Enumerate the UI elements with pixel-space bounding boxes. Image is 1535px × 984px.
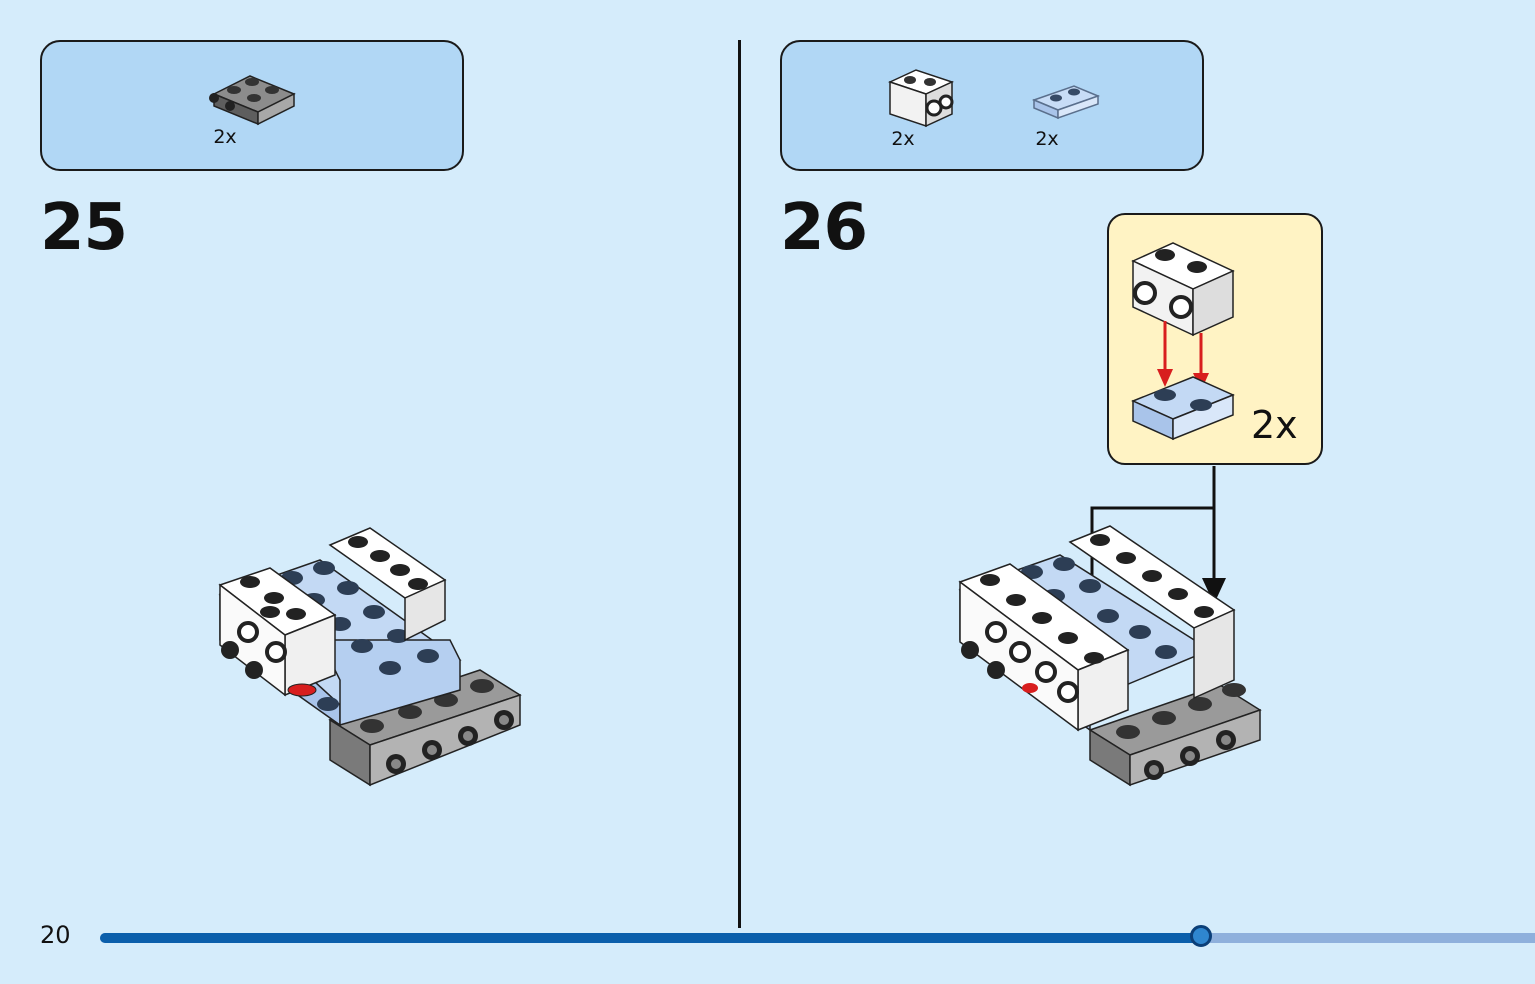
page-divider: [738, 40, 741, 928]
sub-assembly-callout: 2x: [1107, 213, 1323, 465]
progress-fill: [100, 933, 1201, 943]
part-blue-plate: [1030, 80, 1102, 128]
light-blue-plate-icon: [1031, 85, 1101, 120]
part-white-brick: [886, 64, 956, 132]
model-step-25: [218, 527, 522, 787]
qty-label: 2x: [1035, 128, 1059, 150]
qty-label: 2x: [891, 128, 915, 150]
part-qty-blue-plate: 2x: [1022, 128, 1072, 150]
model-step-26: [958, 466, 1262, 787]
gray-plate-icon: [209, 75, 296, 126]
step-number-25: 25: [40, 191, 128, 265]
progress-knob: [1189, 925, 1212, 947]
parts-list-step-25: 2x: [40, 40, 464, 171]
part-gray-plate: [209, 66, 300, 130]
part-qty-white-brick: 2x: [878, 128, 928, 150]
white-brick-icon: [887, 69, 955, 128]
part-qty-gray-plate: 2x: [200, 126, 250, 148]
callout-qty: 2x: [1251, 403, 1298, 447]
page-progress-bar: [100, 925, 1535, 947]
qty-label: 2x: [213, 126, 237, 148]
sub-assembly-diagram: [1131, 242, 1235, 441]
page-number: 20: [40, 921, 71, 949]
step-number-26: 26: [780, 191, 868, 265]
parts-list-step-26: 2x 2x: [780, 40, 1204, 171]
